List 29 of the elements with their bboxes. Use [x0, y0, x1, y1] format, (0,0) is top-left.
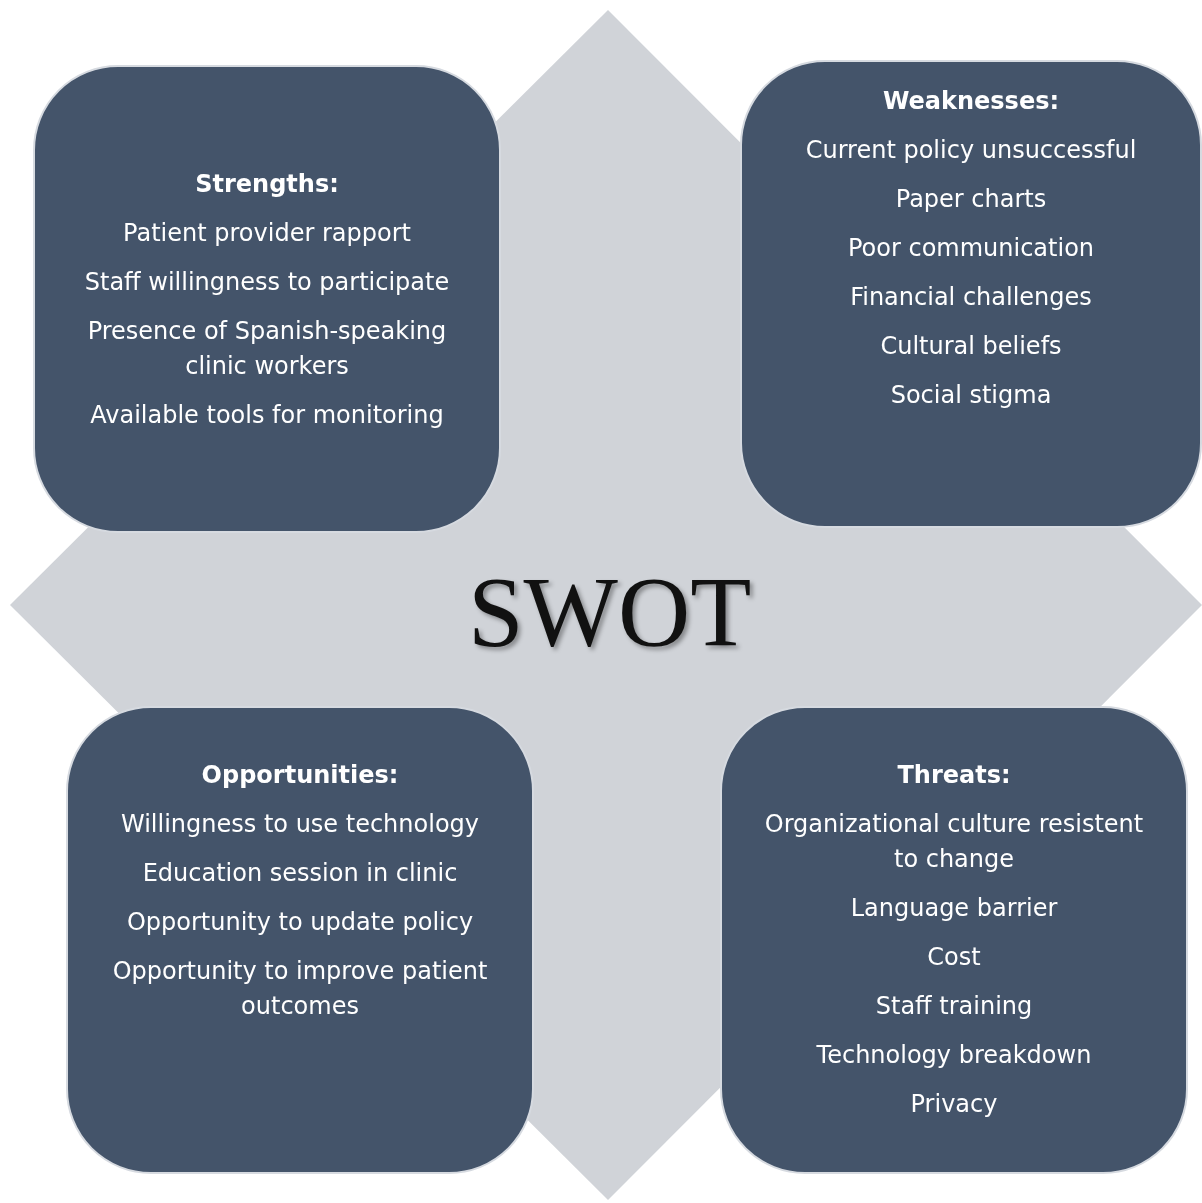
- center-title: SWOT: [468, 562, 752, 662]
- list-item: Current policy unsuccessful: [805, 135, 1137, 166]
- quadrant-box: [720, 706, 1188, 1174]
- box-heading: Weaknesses:: [882, 86, 1060, 117]
- list-item: Opportunity to improve patient outcomes: [111, 956, 489, 1022]
- list-item: Cost: [927, 942, 981, 973]
- quadrant-box: [33, 65, 501, 533]
- list-item: Financial challenges: [850, 282, 1092, 313]
- list-item: Willingness to use technology: [121, 809, 479, 840]
- list-item: Staff training: [875, 991, 1033, 1022]
- list-item: Cultural beliefs: [880, 331, 1062, 362]
- list-item: Education session in clinic: [142, 858, 458, 889]
- box-heading: Threats:: [897, 760, 1011, 791]
- list-item: Organizational culture resistent to change: [763, 809, 1145, 875]
- list-item: Presence of Spanish-speaking clinic workers: [86, 316, 448, 382]
- box-heading: Strengths:: [195, 169, 339, 200]
- box-heading: Opportunities:: [201, 760, 399, 791]
- list-item: Language barrier: [850, 893, 1058, 924]
- list-item: Social stigma: [890, 380, 1052, 411]
- list-item: Available tools for monitoring: [90, 400, 444, 431]
- list-item: Poor communication: [847, 233, 1095, 264]
- list-item: Privacy: [910, 1089, 998, 1120]
- quadrant-box: [66, 706, 534, 1174]
- list-item: Opportunity to update policy: [126, 907, 474, 938]
- list-item: Technology breakdown: [816, 1040, 1092, 1071]
- list-item: Staff willingness to participate: [84, 267, 450, 298]
- list-item: Paper charts: [895, 184, 1047, 215]
- quadrant-box: [740, 60, 1202, 528]
- list-item: Patient provider rapport: [123, 218, 411, 249]
